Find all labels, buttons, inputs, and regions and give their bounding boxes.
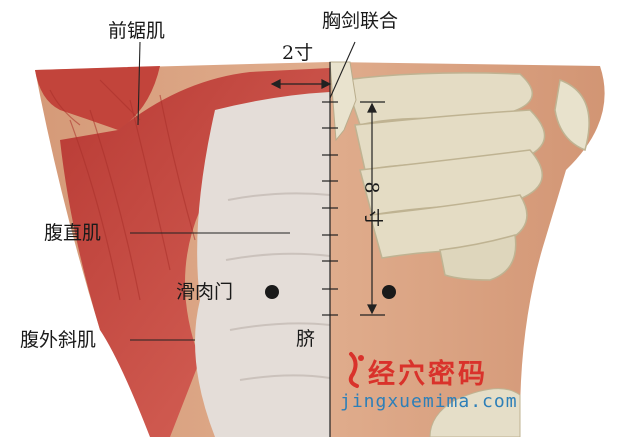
label-navel: 脐 (296, 328, 316, 350)
label-two-cun: 2寸 (282, 42, 314, 64)
label-external-oblique: 腹外斜肌 (20, 329, 97, 351)
leader-xiphisternal (329, 41, 356, 99)
two-cun-arrow (270, 79, 332, 89)
pelvis (429, 388, 521, 438)
watermark-url: jingxuemima.com (340, 391, 518, 412)
watermark-brand: 经穴密码 (368, 359, 488, 390)
eight-cun-measure (360, 101, 385, 316)
acupoint-dot-left (265, 285, 279, 299)
oblique-muscle (60, 68, 330, 437)
rectus-sheath (195, 92, 330, 437)
acupoint-dot-right (382, 285, 396, 299)
watermark-logo (348, 352, 364, 388)
label-serratus-anterior: 前锯肌 (108, 20, 166, 42)
label-xiphisternal-junction: 胸剑联合 (322, 10, 399, 32)
rib-cage (344, 72, 590, 281)
serratus-muscle (35, 66, 160, 130)
label-cun: 寸 (362, 207, 385, 228)
label-eight: 8 (360, 181, 383, 194)
leader-serratus (137, 41, 141, 126)
label-acupoint: 滑肉门 (176, 281, 234, 303)
label-rectus-abdominis: 腹直肌 (44, 222, 102, 244)
cun-scale-ticks (322, 101, 338, 316)
